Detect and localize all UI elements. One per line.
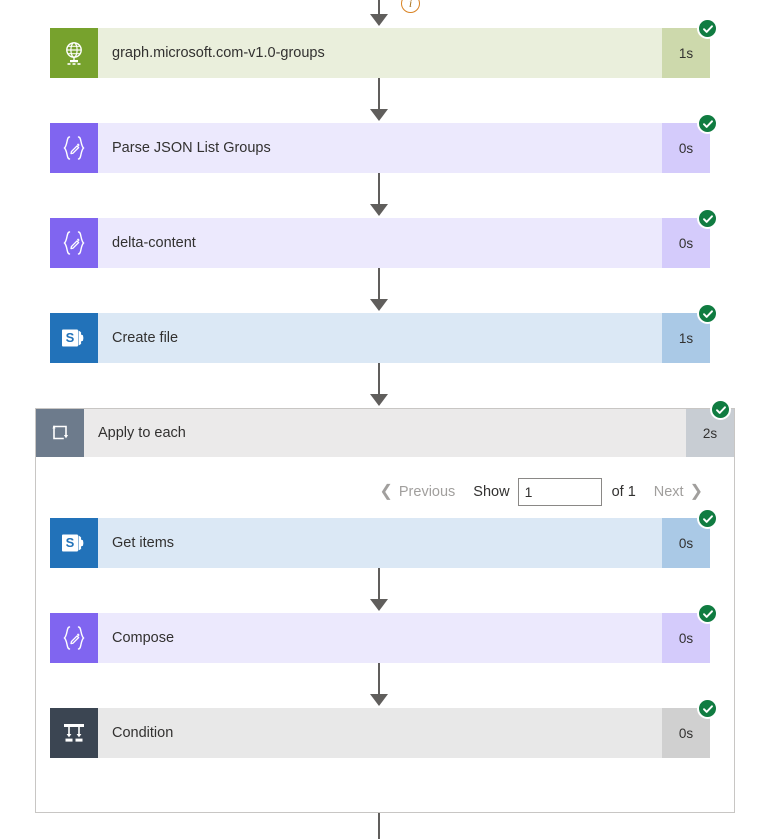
- action-title: Parse JSON List Groups: [112, 140, 271, 156]
- connector-line: [378, 173, 380, 206]
- page-number-input[interactable]: [517, 478, 602, 506]
- previous-page-button[interactable]: ❮ Previous: [379, 483, 456, 501]
- sharepoint-icon: S: [50, 313, 98, 363]
- connector-line: [378, 0, 380, 16]
- status-badge: [697, 303, 718, 324]
- svg-text:S: S: [66, 535, 75, 550]
- scope-pagination: ❮ Previous Show of 1 Next ❯: [35, 475, 735, 509]
- loop-icon: [36, 409, 84, 457]
- action-card-compose[interactable]: Compose 0s: [50, 613, 710, 663]
- previous-page-label: Previous: [398, 484, 456, 500]
- connector-line: [378, 78, 380, 111]
- connector-line: [378, 568, 380, 601]
- status-badge: [697, 113, 718, 134]
- chevron-left-icon: ❮: [379, 483, 393, 500]
- action-card-apply-to-each[interactable]: Apply to each 2s: [36, 409, 734, 457]
- status-badge: [697, 508, 718, 529]
- svg-text:S: S: [66, 330, 75, 345]
- connector-line: [378, 268, 380, 301]
- status-badge: [697, 603, 718, 624]
- status-badge: [697, 698, 718, 719]
- info-icon[interactable]: i: [401, 0, 420, 13]
- show-label: Show: [473, 484, 510, 500]
- connector-arrowhead: [370, 299, 388, 311]
- connector-arrowhead: [370, 599, 388, 611]
- page-total-label: of 1: [611, 484, 636, 500]
- chevron-right-icon: ❯: [689, 483, 703, 500]
- action-title: Apply to each: [98, 425, 186, 441]
- action-card-http[interactable]: graph.microsoft.com-v1.0-groups 1s: [50, 28, 710, 78]
- next-page-label: Next: [653, 484, 684, 500]
- action-card-parse-json[interactable]: Parse JSON List Groups 0s: [50, 123, 710, 173]
- connector-arrowhead: [370, 109, 388, 121]
- sharepoint-icon: S: [50, 518, 98, 568]
- action-title: Condition: [112, 725, 174, 741]
- connector-arrowhead: [370, 394, 388, 406]
- action-title: delta-content: [112, 235, 196, 251]
- action-title: Create file: [112, 330, 179, 346]
- connector-line: [378, 363, 380, 396]
- status-badge: [697, 18, 718, 39]
- compose-icon: [50, 613, 98, 663]
- parse-json-icon: [50, 123, 98, 173]
- action-card-delta-content[interactable]: delta-content 0s: [50, 218, 710, 268]
- action-card-get-items[interactable]: S Get items 0s: [50, 518, 710, 568]
- next-page-button[interactable]: Next ❯: [653, 483, 703, 501]
- globe-http-icon: [50, 28, 98, 78]
- action-title: Get items: [112, 535, 175, 551]
- connector-arrowhead: [370, 204, 388, 216]
- connector-arrowhead: [370, 694, 388, 706]
- status-badge: [710, 399, 731, 420]
- condition-icon: [50, 708, 98, 758]
- action-card-create-file[interactable]: S Create file 1s: [50, 313, 710, 363]
- action-card-condition[interactable]: Condition 0s: [50, 708, 710, 758]
- action-title: Compose: [112, 630, 175, 646]
- connector-line: [378, 813, 380, 839]
- status-badge: [697, 208, 718, 229]
- parse-json-icon: [50, 218, 98, 268]
- connector-line: [378, 663, 380, 696]
- connector-arrowhead: [370, 14, 388, 26]
- action-title: graph.microsoft.com-v1.0-groups: [112, 45, 325, 61]
